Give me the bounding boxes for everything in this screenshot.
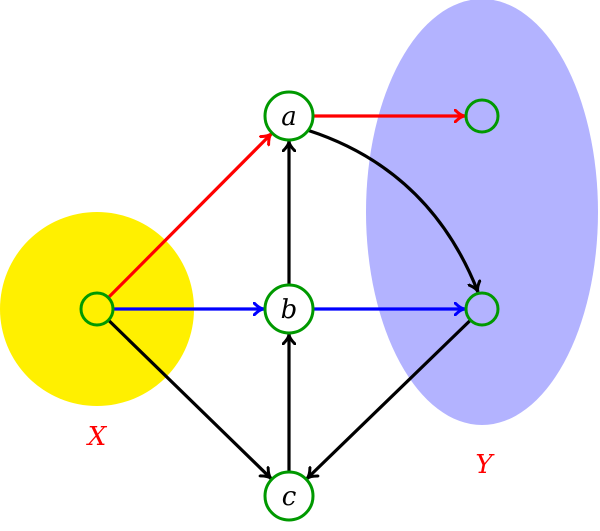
node-x0-circle bbox=[79, 291, 115, 327]
node-c: c bbox=[263, 470, 315, 522]
node-b-label: b bbox=[281, 295, 298, 325]
node-y1 bbox=[464, 291, 500, 327]
node-a-label: a bbox=[281, 102, 297, 132]
edge-y1-to-c bbox=[307, 318, 472, 478]
set-x-label: X bbox=[86, 422, 108, 452]
edge-x0-to-c bbox=[107, 319, 271, 478]
edges-group bbox=[107, 116, 478, 479]
set-y-label: Y bbox=[475, 450, 495, 480]
edge-a-to-y1 bbox=[307, 128, 478, 292]
set-y-region bbox=[366, 0, 598, 425]
node-c-circle bbox=[263, 470, 315, 522]
node-a: a bbox=[263, 90, 315, 142]
node-x0 bbox=[79, 291, 115, 327]
node-b: b bbox=[263, 283, 315, 335]
node-b-circle bbox=[263, 283, 315, 335]
node-y0-circle bbox=[464, 98, 500, 134]
node-y0 bbox=[464, 98, 500, 134]
edge-x0-to-a bbox=[107, 134, 271, 299]
node-a-circle bbox=[263, 90, 315, 142]
node-y1-circle bbox=[464, 291, 500, 327]
nodes-group: a b c bbox=[79, 90, 500, 522]
node-c-label: c bbox=[282, 482, 297, 512]
